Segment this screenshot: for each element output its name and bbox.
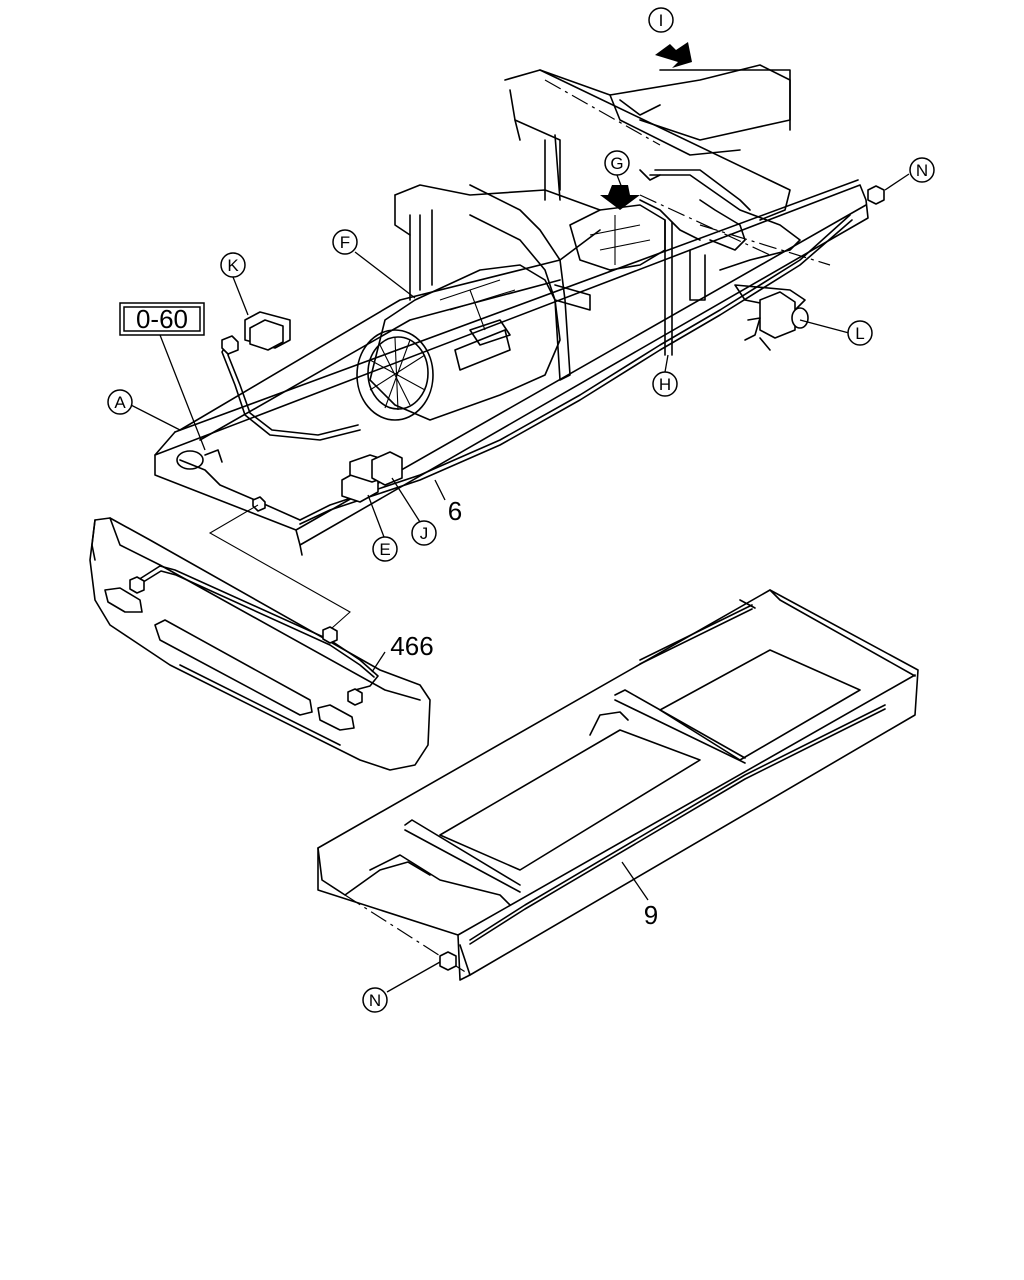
svg-text:F: F — [340, 233, 350, 252]
svg-text:G: G — [610, 154, 623, 173]
svg-text:N: N — [916, 161, 928, 180]
arrow-i-icon — [655, 42, 692, 68]
chassis-frame-upper — [154, 64, 869, 556]
svg-text:L: L — [855, 324, 864, 343]
callout-h: H — [652, 371, 678, 397]
engine-block — [356, 264, 561, 421]
arrow-g-icon — [600, 185, 640, 210]
callout-k: K — [220, 252, 246, 278]
svg-text:N: N — [369, 991, 381, 1010]
connector-n-top — [867, 185, 885, 205]
reference-box: 0-60 — [119, 302, 205, 336]
front-bumper — [89, 496, 431, 771]
connector-l — [744, 291, 809, 351]
svg-text:K: K — [227, 256, 239, 275]
svg-text:E: E — [379, 540, 390, 559]
callout-a: A — [107, 389, 133, 415]
part-number-9: 9 — [644, 900, 658, 930]
leader-lines — [124, 173, 910, 993]
part-number-466: 466 — [390, 631, 433, 661]
connector-a-bracket — [176, 449, 223, 470]
callout-i: I — [648, 7, 674, 33]
svg-text:J: J — [420, 524, 429, 543]
reference-box-label: 0-60 — [136, 304, 188, 334]
callout-g: G — [604, 150, 630, 176]
chassis-frame-lower — [317, 589, 919, 981]
part-number-6: 6 — [448, 496, 462, 526]
callout-l: L — [847, 320, 873, 346]
callout-f: F — [332, 229, 358, 255]
svg-text:H: H — [659, 375, 671, 394]
callout-j: J — [411, 520, 437, 546]
callout-n-bottom: N — [362, 987, 388, 1013]
callout-n-top: N — [909, 157, 935, 183]
connector-j — [371, 451, 403, 486]
svg-text:I: I — [659, 11, 664, 30]
svg-text:A: A — [114, 393, 126, 412]
callout-e: E — [372, 536, 398, 562]
connector-k — [221, 311, 291, 355]
